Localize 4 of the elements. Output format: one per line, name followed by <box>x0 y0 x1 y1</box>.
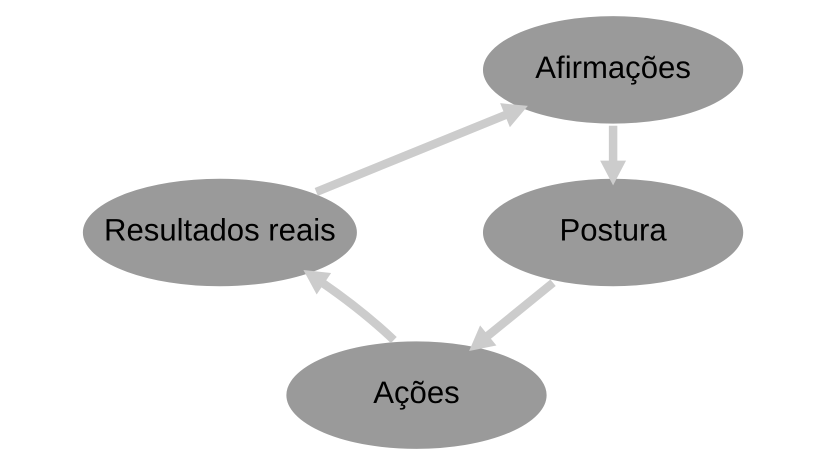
arrow <box>302 270 396 344</box>
arrow <box>468 279 556 351</box>
arrow <box>600 126 626 186</box>
arrow <box>314 103 528 196</box>
